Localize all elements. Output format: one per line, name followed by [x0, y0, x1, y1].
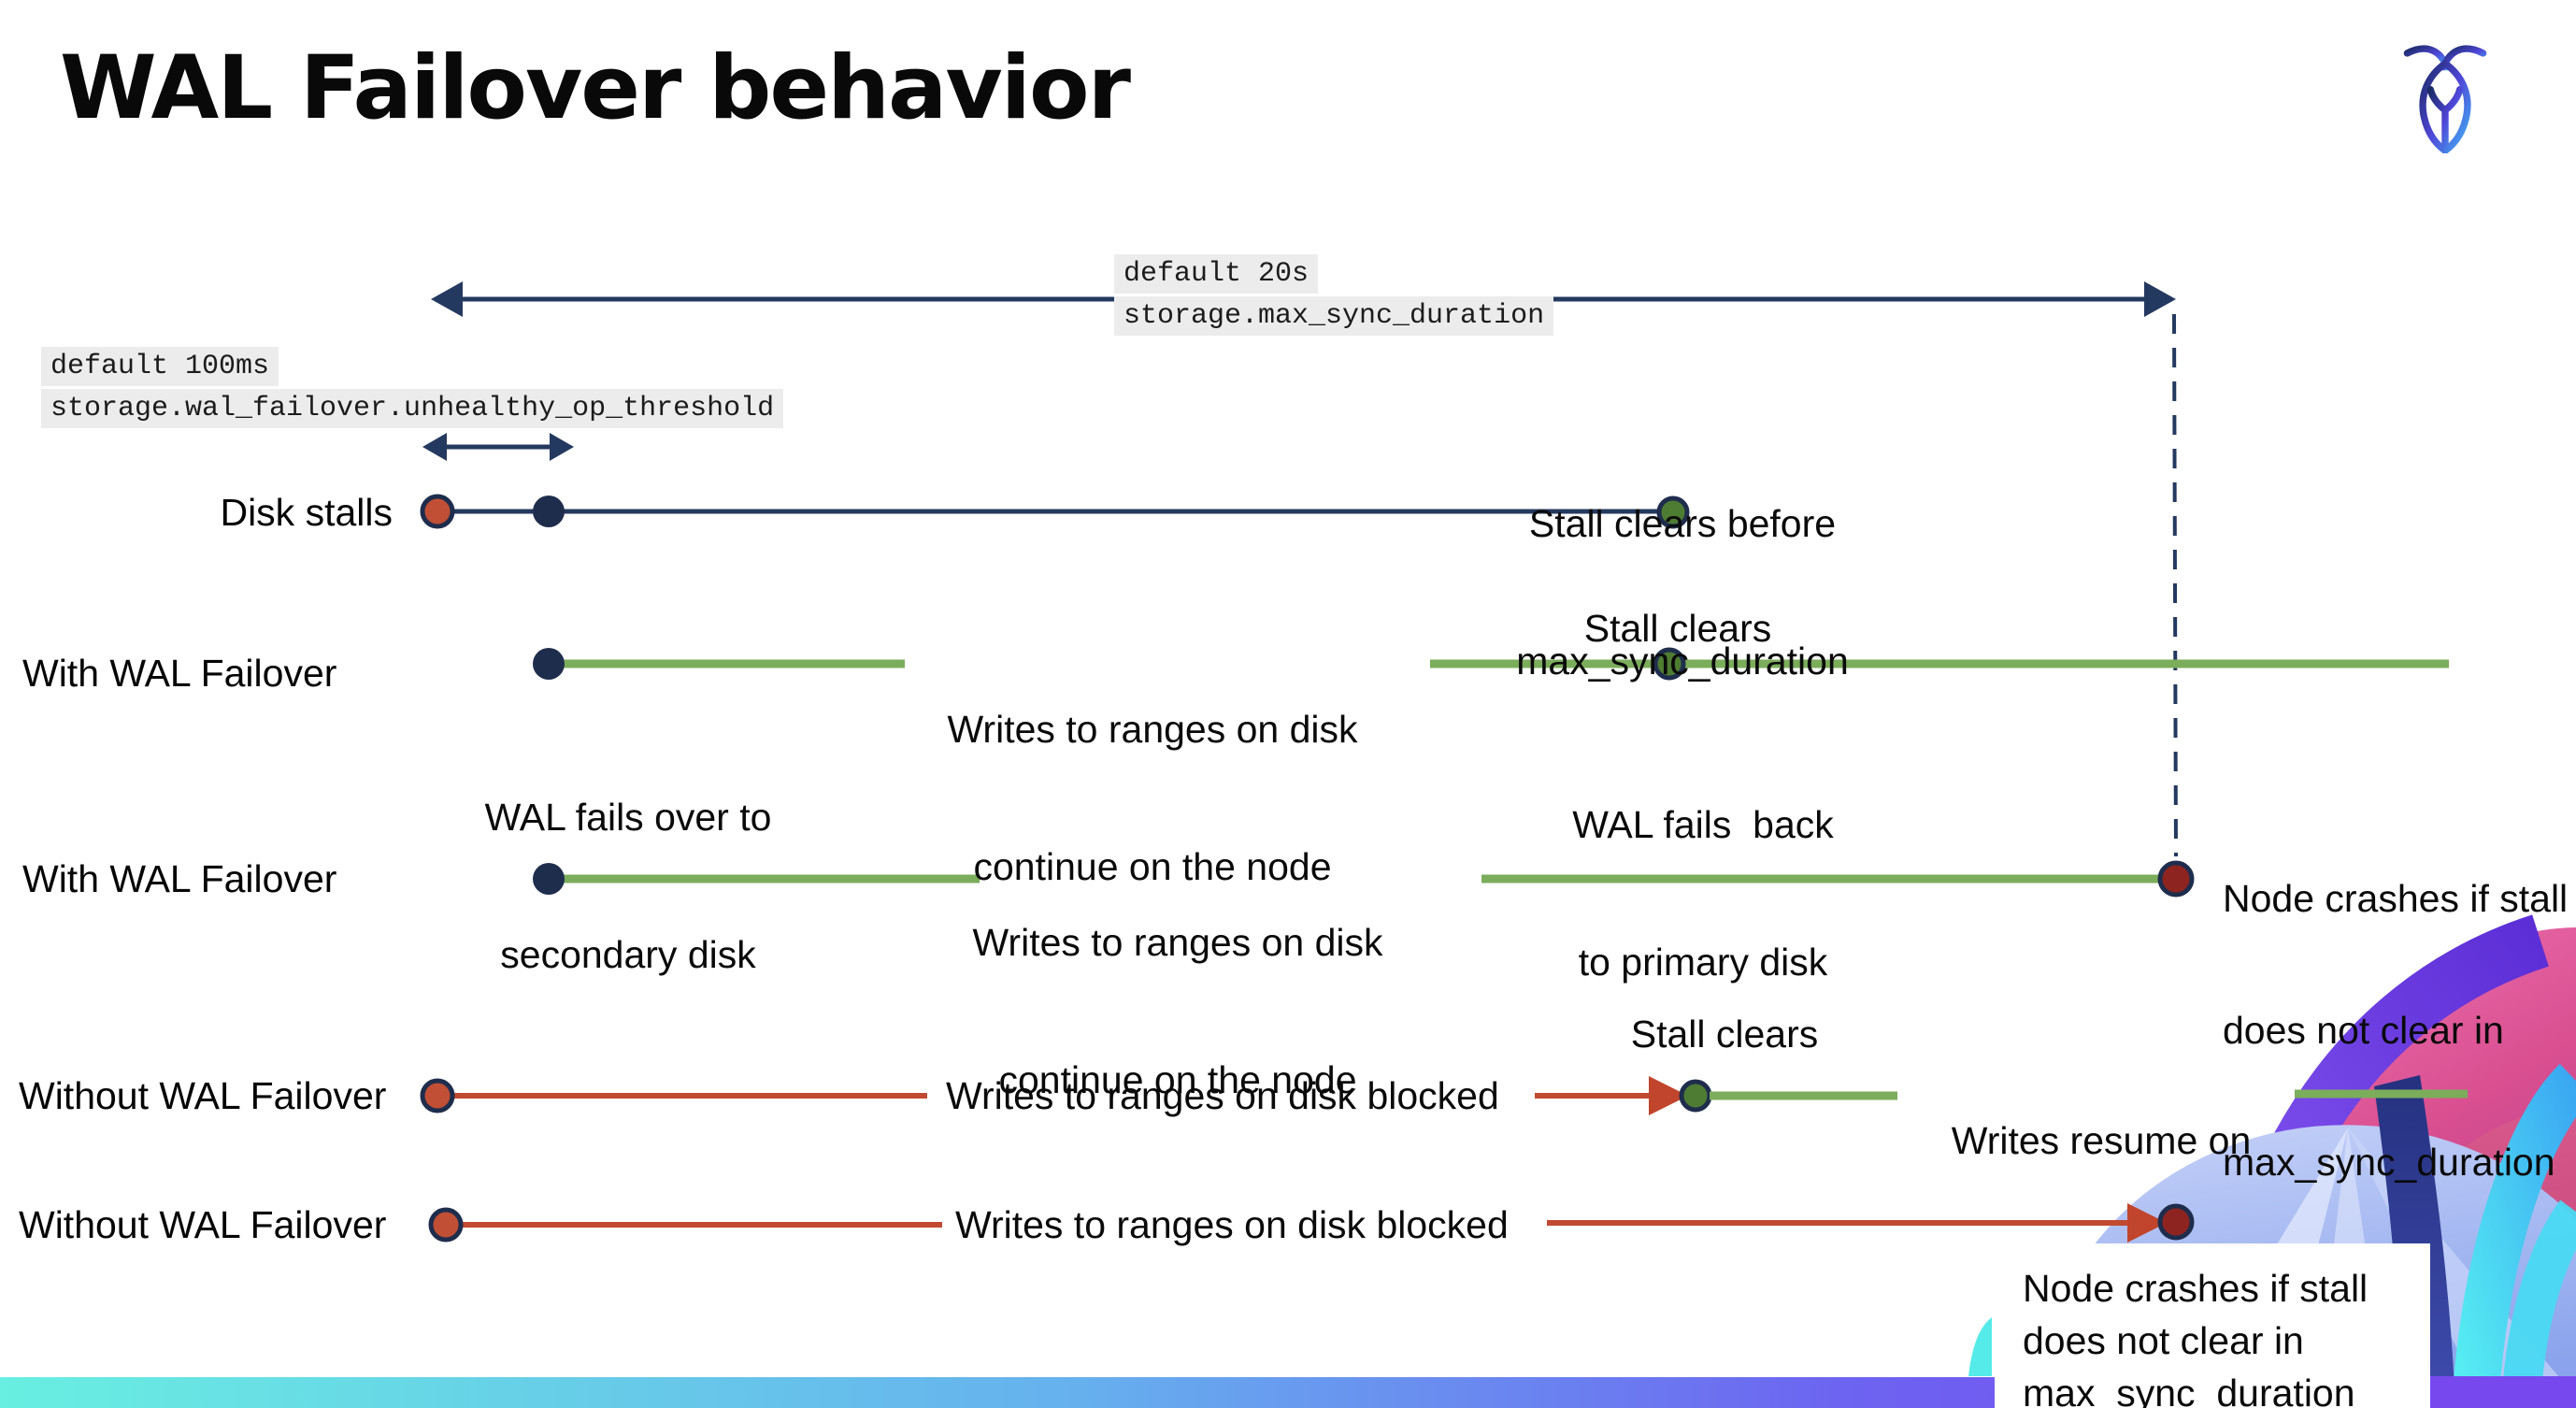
- timeline-row-without-failover-clears: [420, 1076, 2468, 1115]
- cyan-sliver-shape: [1968, 1317, 1992, 1376]
- row-label-with-wal-failover-2: With WAL Failover: [22, 857, 337, 900]
- note-stall-clears-row4: Stall clears: [1630, 1013, 1819, 1056]
- row-label-without-wal-failover-2: Without WAL Failover: [19, 1203, 387, 1246]
- note-line: continue on the node: [973, 845, 1332, 888]
- threshold-dot: [533, 496, 565, 527]
- unhealthy-op-default-chip: default 100ms: [41, 347, 279, 386]
- max-sync-setting-chip: storage.max_sync_duration: [1114, 296, 1554, 336]
- stall-clears-dot: [1679, 1079, 1712, 1113]
- unhealthy-op-setting-chip: storage.wal_failover.unhealthy_op_thresh…: [41, 389, 784, 428]
- note-stall-clears-row2: Stall clears: [1583, 607, 1772, 650]
- note-line: Writes to ranges on disk: [947, 708, 1358, 751]
- arrowhead-right: [2144, 281, 2176, 317]
- max-sync-default-chip: default 20s: [1114, 254, 1319, 294]
- note-line: secondary disk: [500, 933, 756, 976]
- note-line: Writes to ranges on disk: [972, 921, 1383, 964]
- node-crash-dot: [2157, 1203, 2195, 1241]
- note-line: WAL fails over to: [484, 796, 772, 839]
- unhealthy-op-threshold-arrow: [422, 433, 574, 461]
- stall-start-dot: [420, 1078, 455, 1113]
- note-writes-blocked-row4: Writes to ranges on disk blocked: [946, 1074, 1499, 1117]
- note-line: Node crashes if stall: [2223, 877, 2569, 920]
- page-title: WAL Failover behavior: [60, 37, 1131, 139]
- note-stall-clears-before: Stall clears before max_sync_duration: [1496, 409, 1869, 776]
- row-label-disk-stalls: Disk stalls: [220, 491, 393, 534]
- note-wal-fails-back: WAL fails back to primary disk: [1516, 711, 1890, 1077]
- note-writes-continue-row2: Writes to ranges on disk continue on the…: [928, 615, 1377, 982]
- note-wal-fails-over: WAL fails over to secondary disk: [441, 703, 815, 1070]
- row-label-with-wal-failover-1: With WAL Failover: [22, 652, 337, 695]
- note-writes-blocked-row5: Writes to ranges on disk blocked: [955, 1203, 1509, 1246]
- arrowhead-left: [431, 281, 463, 317]
- cyan-arc-shape: [2452, 1063, 2576, 1408]
- node-crashes-callout-box: Node crashes if stall does not clear in …: [1995, 1243, 2430, 1408]
- note-line: Writes resume on: [1951, 1119, 2252, 1162]
- note-writes-continue-row3: Writes to ranges on disk continue on the…: [953, 828, 1402, 1195]
- timeline-row-disk-stalls: [420, 494, 1690, 529]
- note-line: max_sync_duration: [1516, 639, 1849, 682]
- stall-clears-dot: [1656, 496, 1690, 529]
- timeline-row-with-failover-crash: [533, 860, 2195, 898]
- note-line: to primary disk: [1578, 941, 1828, 984]
- note-line: Stall clears before: [1528, 502, 1837, 545]
- cockroachdb-logo-icon: [2403, 45, 2487, 153]
- stall-start-dot: [428, 1207, 464, 1243]
- red-arrowhead: [2127, 1203, 2167, 1243]
- timeline-row-with-failover-clears: [533, 647, 2449, 681]
- note-line: does not clear in: [2023, 1319, 2304, 1362]
- stall-start-dot: [420, 494, 455, 529]
- row-label-without-wal-failover-1: Without WAL Failover: [19, 1074, 387, 1117]
- failover-dot: [533, 863, 565, 895]
- node-crash-dot: [2157, 860, 2195, 898]
- max-sync-dashed-line: [2172, 313, 2178, 857]
- note-line: max_sync_duration: [2023, 1372, 2355, 1408]
- dark-band-shape: [2374, 1075, 2455, 1408]
- note-line: max_sync_duration: [2223, 1141, 2555, 1184]
- note-line: Node crashes if stall: [2023, 1267, 2368, 1310]
- failover-dot: [533, 648, 565, 680]
- note-node-crashes-row3: Node crashes if stall does not clear in …: [2223, 789, 2576, 1272]
- note-line: WAL fails back: [1572, 803, 1834, 846]
- timeline-row-without-failover-crash: [428, 1203, 2195, 1243]
- note-line: does not clear in: [2223, 1009, 2504, 1052]
- stall-clears-dot: [1653, 647, 1686, 681]
- note-line: continue on the node: [998, 1058, 1357, 1101]
- red-arrowhead: [1649, 1076, 1688, 1115]
